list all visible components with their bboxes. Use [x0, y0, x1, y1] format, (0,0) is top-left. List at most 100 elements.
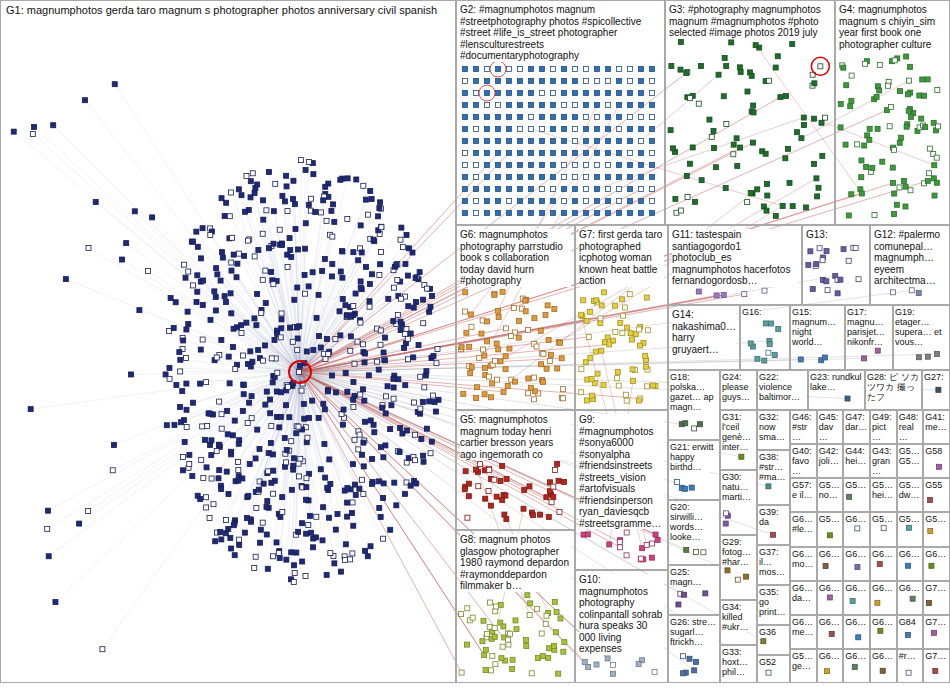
vertex-square	[321, 401, 326, 406]
vertex-square	[318, 345, 323, 350]
vertex-square	[762, 358, 767, 363]
vertex-square	[562, 163, 567, 168]
vertex-square	[523, 298, 528, 303]
vertex-square	[266, 170, 271, 175]
vertex-square	[721, 292, 726, 297]
vertex-square	[360, 342, 365, 347]
vertex-square	[681, 671, 686, 676]
vertex-square	[932, 630, 937, 635]
vertex-square	[540, 151, 545, 156]
vertex-square	[331, 202, 336, 207]
edge-line	[300, 294, 744, 372]
vertex-square	[207, 516, 212, 521]
vertex-square	[498, 359, 503, 364]
vertex-square	[213, 308, 218, 313]
vertex-square	[289, 255, 294, 260]
vertex-square	[420, 400, 425, 405]
vertex-square	[271, 209, 276, 214]
edge-line	[113, 372, 300, 470]
vertex-square	[650, 139, 655, 144]
vertex-square	[276, 550, 281, 555]
vertex-square	[485, 187, 490, 192]
vertex-square	[518, 115, 523, 120]
vertex-square	[367, 281, 372, 286]
vertex-square	[311, 536, 316, 541]
edge-line	[300, 276, 332, 372]
vertex-square	[358, 285, 363, 290]
vertex-square	[271, 554, 276, 559]
vertex-square	[561, 387, 566, 392]
vertex-square	[323, 357, 328, 362]
vertex-square	[418, 406, 423, 411]
vertex-square	[790, 42, 795, 47]
vertex-square	[463, 309, 468, 314]
vertex-square	[890, 290, 895, 295]
vertex-square	[518, 79, 523, 84]
vertex-square	[617, 127, 622, 132]
vertex-square	[294, 431, 299, 436]
vertex-square	[812, 116, 817, 121]
vertex-square	[463, 163, 468, 168]
vertex-square	[249, 416, 254, 421]
vertex-square	[256, 487, 261, 492]
vertex-square	[241, 392, 246, 397]
vertex-square	[362, 398, 367, 403]
vertex-square	[579, 390, 584, 395]
vertex-square	[288, 248, 293, 253]
vertex-square	[380, 405, 385, 410]
vertex-square	[875, 126, 880, 131]
vertex-square	[214, 266, 219, 271]
vertex-square	[404, 428, 409, 433]
vertex-square	[394, 503, 399, 508]
vertex-square	[584, 199, 589, 204]
vertex-square	[51, 123, 56, 128]
vertex-square	[174, 382, 179, 387]
vertex-square	[594, 298, 599, 303]
vertex-square	[311, 545, 316, 550]
vertex-square	[748, 191, 753, 196]
vertex-square	[529, 127, 534, 132]
edge-line	[269, 172, 300, 372]
vertex-square	[100, 647, 105, 652]
vertex-square	[525, 593, 530, 598]
vertex-square	[724, 122, 729, 127]
vertex-square	[628, 175, 633, 180]
vertex-square	[391, 376, 396, 381]
vertex-square	[544, 495, 549, 500]
vertex-square	[506, 637, 511, 642]
vertex-square	[483, 668, 488, 673]
vertex-square	[219, 537, 224, 542]
vertex-square	[606, 211, 611, 216]
vertex-square	[543, 621, 548, 626]
edge-line	[300, 252, 362, 372]
vertex-square	[368, 544, 373, 549]
vertex-square	[804, 205, 809, 210]
vertex-square	[625, 325, 630, 330]
vertex-square	[424, 286, 429, 291]
vertex-square	[894, 202, 899, 207]
vertex-square	[507, 199, 512, 204]
vertex-square	[434, 361, 439, 366]
vertex-square	[628, 127, 633, 132]
vertex-square	[763, 151, 768, 156]
edge-line	[254, 372, 300, 568]
vertex-square	[370, 457, 375, 462]
vertex-square	[699, 178, 704, 183]
vertex-square	[644, 384, 649, 389]
vertex-square	[541, 351, 546, 356]
group-label: G11: tastespain santiagogordo1 photoclub…	[672, 229, 798, 287]
vertex-square	[167, 365, 172, 370]
vertex-square	[528, 385, 533, 390]
vertex-square	[459, 345, 464, 350]
edge-line	[300, 193, 862, 372]
vertex-square	[178, 369, 183, 374]
vertex-square	[272, 337, 277, 342]
vertex-square	[224, 200, 229, 205]
vertex-square	[287, 236, 292, 241]
vertex-square	[846, 258, 851, 263]
vertex-square	[184, 327, 189, 332]
vertex-square	[411, 355, 416, 360]
vertex-square	[645, 328, 650, 333]
vertex-square	[278, 335, 283, 340]
